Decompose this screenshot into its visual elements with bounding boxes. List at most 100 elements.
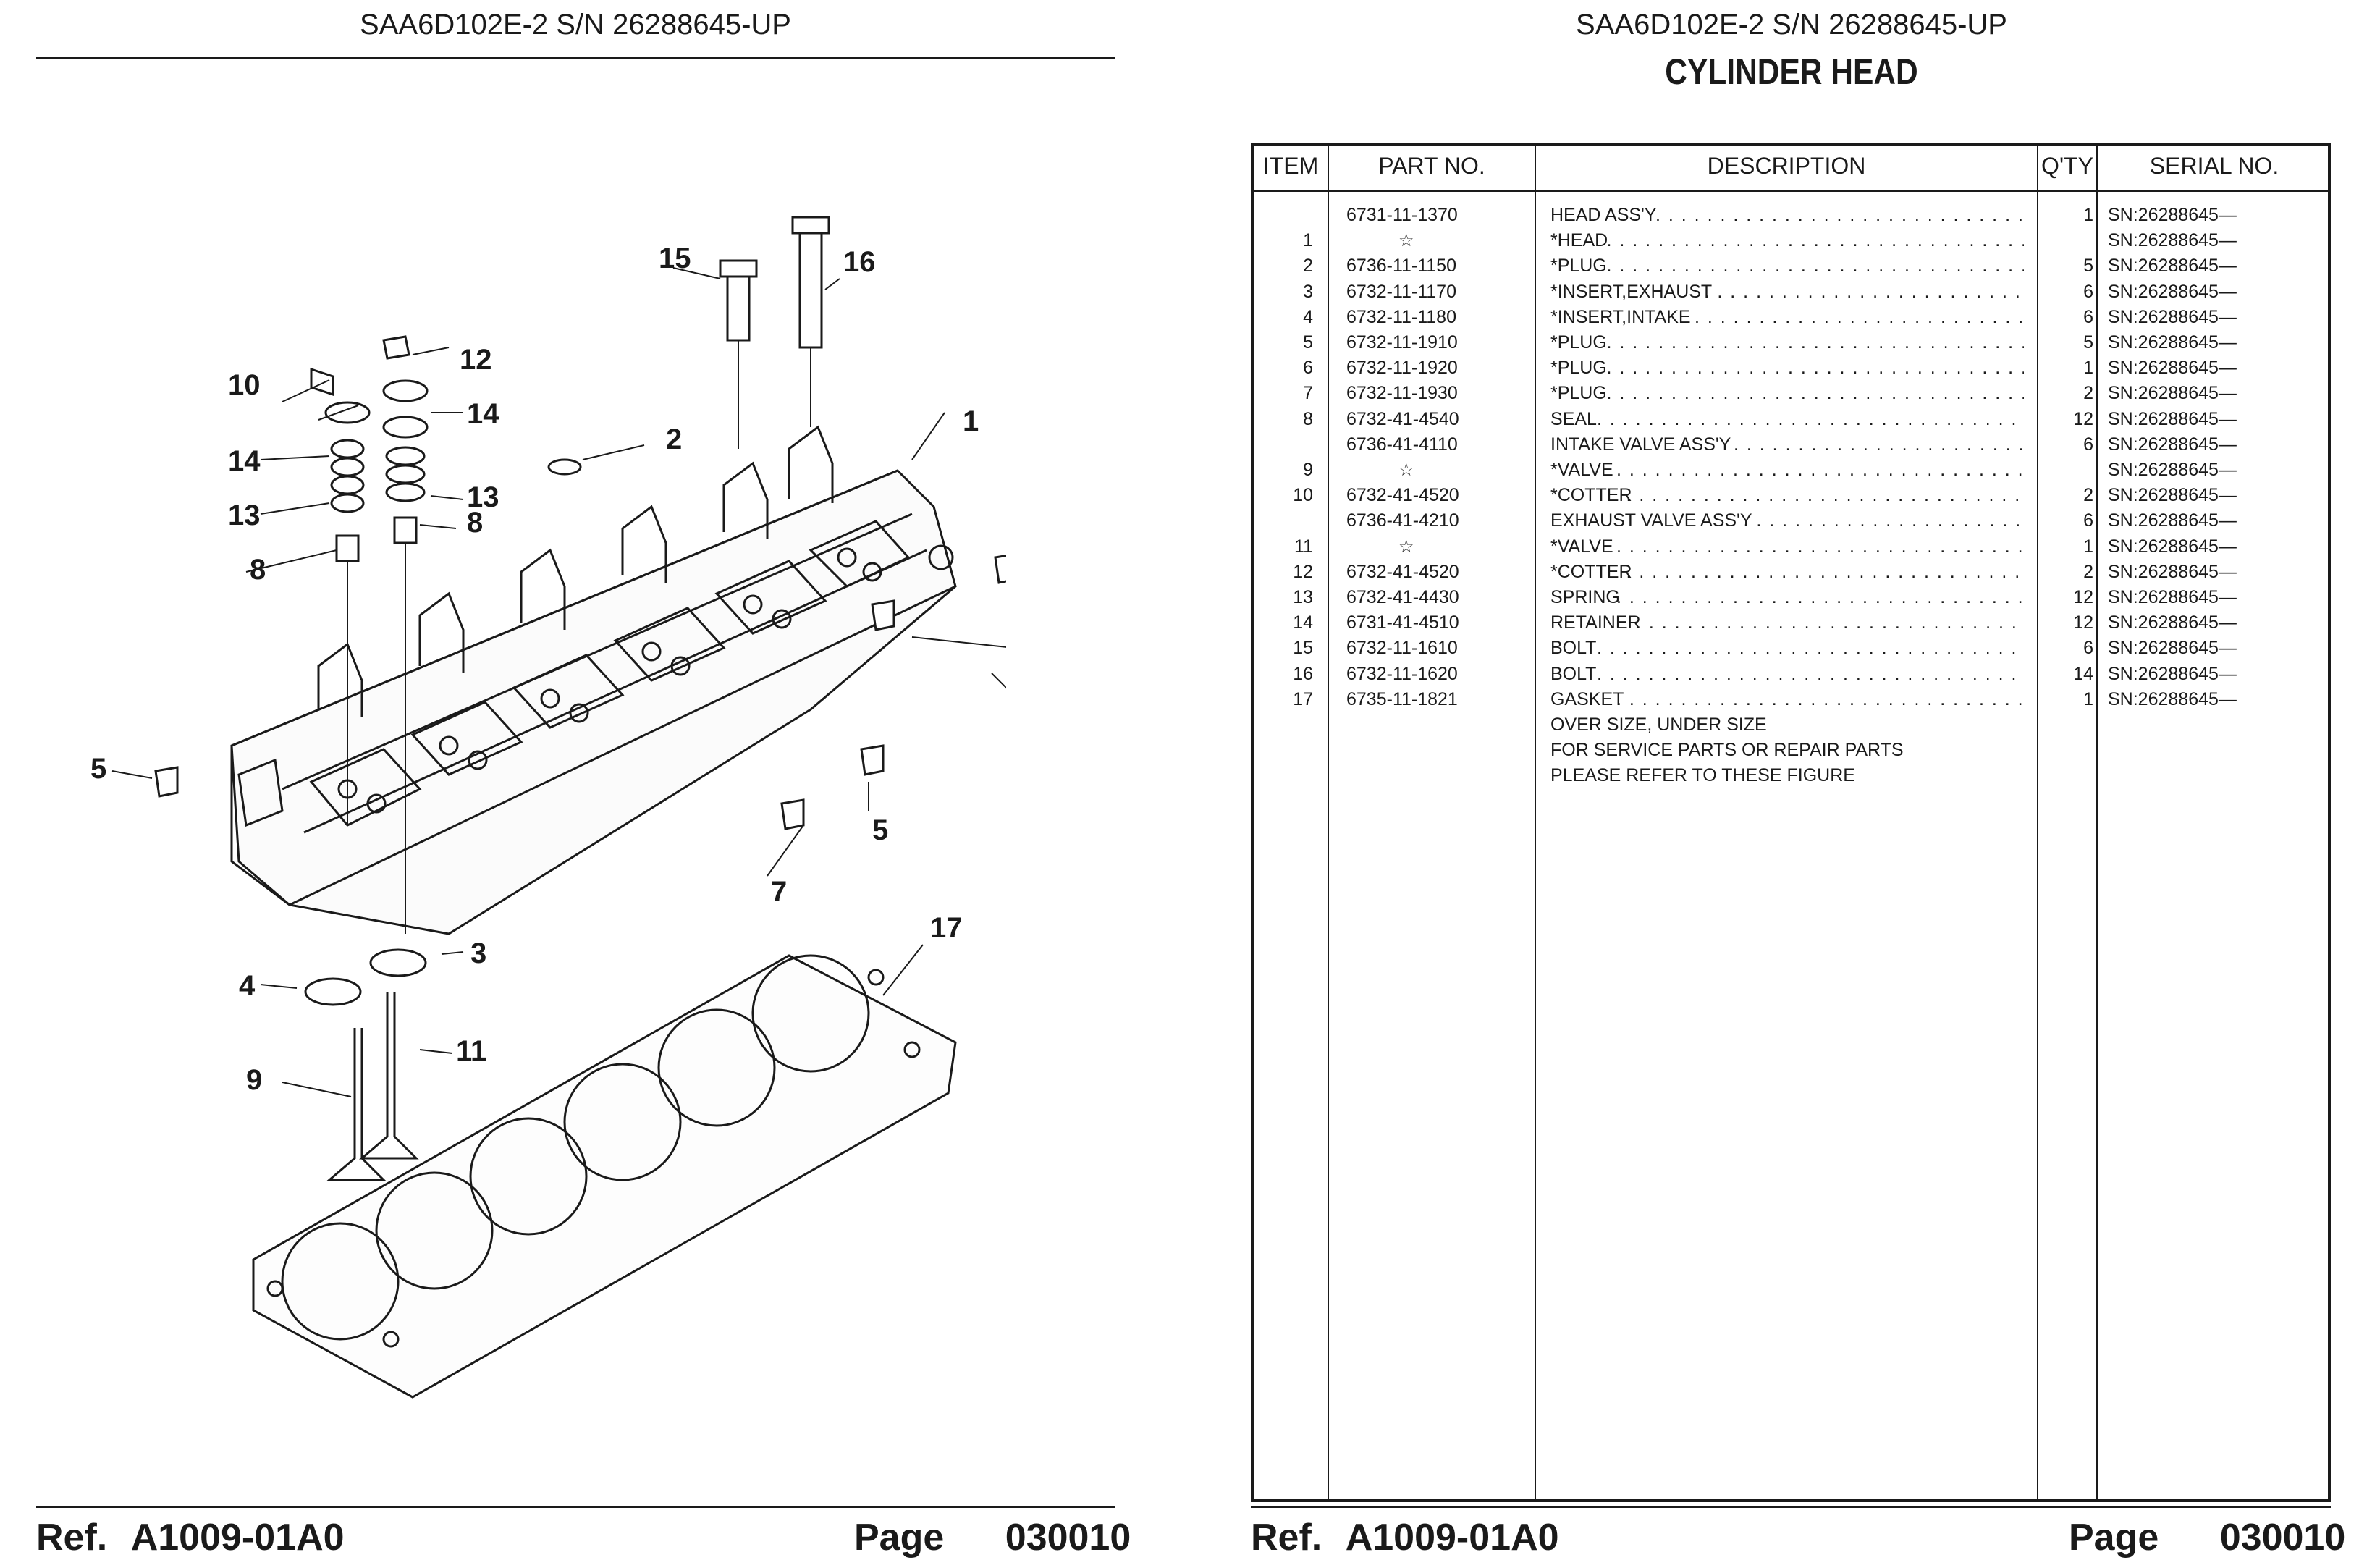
- plug-illustrations: [154, 458, 1006, 830]
- callout-label: 17: [930, 912, 963, 944]
- dot-leader: . . . . . . . . . . . . . . . . . . . . …: [1597, 663, 2024, 684]
- footer-page: Page 030010: [2069, 1516, 2345, 1559]
- exploded-parts-diagram: 1 2 3 4 5 5 6 7 8 8 9 10 11 12 13 13 14 …: [90, 216, 1006, 1399]
- callout-label: 4: [239, 970, 256, 1002]
- part-number: 6732-41-4540: [1346, 408, 1459, 429]
- description: *INSERT,EXHAUST: [1550, 281, 1713, 302]
- quantity: 2: [2083, 383, 2093, 404]
- item-number: 11: [1294, 536, 1313, 557]
- dot-leader: . . . . . . . . . . . . . . . . . . . . …: [1626, 485, 2025, 506]
- ref-value: A1009-01A0: [130, 1517, 345, 1559]
- dot-leader: . . . . . . . . . . . . . . . . . . . . …: [1704, 281, 2025, 302]
- part-number: 6735-11-1821: [1346, 688, 1458, 709]
- column-divider: [1535, 146, 1536, 1499]
- callout-label: 16: [843, 246, 876, 278]
- page-title: CYLINDER HEAD: [1665, 51, 1918, 92]
- dot-leader: . . . . . . . . . . . . . . . . . . . . …: [1606, 358, 2025, 379]
- item-number: 17: [1293, 688, 1313, 709]
- serial-number: SN:26288645—: [2108, 460, 2237, 480]
- dot-leader: . . . . . . . . . . . . . . . . . . . . …: [1616, 536, 2024, 557]
- callout-label: 15: [659, 243, 691, 274]
- part-number: ☆: [1398, 460, 1414, 480]
- callout-label: 7: [771, 876, 787, 908]
- dot-leader: . . . . . . . . . . . . . . . . . . . . …: [1655, 205, 2024, 225]
- column-header-part-no: PART NO.: [1378, 153, 1485, 179]
- page-label: Page: [2069, 1517, 2159, 1559]
- footer-page: Page 030010: [854, 1516, 1131, 1559]
- quantity: 6: [2083, 510, 2093, 531]
- part-number: 6732-11-1170: [1346, 281, 1456, 302]
- serial-number: SN:26288645—: [2108, 688, 2237, 709]
- part-number: 6736-41-4110: [1346, 434, 1458, 455]
- part-number: 6736-41-4210: [1346, 510, 1459, 531]
- column-header-qty: Q'TY: [2041, 153, 2093, 179]
- part-number: ☆: [1398, 231, 1414, 251]
- description: BOLT: [1550, 638, 1597, 659]
- table-row: FOR SERVICE PARTS OR REPAIR PARTS: [1254, 740, 2328, 765]
- item-number: 12: [1293, 561, 1313, 582]
- quantity: 12: [2073, 587, 2093, 607]
- quantity: 6: [2083, 434, 2093, 455]
- quantity: 6: [2083, 306, 2093, 327]
- serial-number: SN:26288645—: [2108, 536, 2237, 557]
- serial-number: SN:26288645—: [2108, 256, 2237, 277]
- callout-label: 12: [460, 344, 492, 376]
- item-number: 16: [1293, 663, 1313, 684]
- serial-number: SN:26288645—: [2108, 434, 2237, 455]
- footer-ref: Ref. A1009-01A0: [36, 1516, 345, 1559]
- description: *PLUG: [1550, 383, 1607, 404]
- header-row-divider: [1254, 190, 2328, 192]
- part-number: 6731-11-1370: [1346, 205, 1458, 225]
- left-page-header: SAA6D102E-2 S/N 26288645-UP: [360, 9, 791, 41]
- serial-number: SN:26288645—: [2108, 485, 2237, 506]
- description: SEAL: [1550, 408, 1597, 429]
- callout-label: 11: [456, 1035, 486, 1067]
- description: *PLUG: [1550, 358, 1607, 379]
- quantity: 2: [2083, 561, 2093, 582]
- callout-label: 2: [666, 423, 682, 455]
- item-number: 5: [1303, 332, 1313, 353]
- part-number: 6732-11-1910: [1346, 332, 1458, 353]
- item-number: 8: [1303, 408, 1313, 429]
- callout-label: 14: [467, 398, 499, 430]
- dot-leader: . . . . . . . . . . . . . . . . . . . . …: [1616, 460, 2024, 480]
- part-number: 6732-11-1620: [1346, 663, 1458, 684]
- quantity: 12: [2073, 408, 2093, 429]
- header-divider: [36, 57, 1115, 59]
- dot-leader: . . . . . . . . . . . . . . . . . . . . …: [1626, 561, 2025, 582]
- item-number: 4: [1303, 306, 1313, 327]
- description: *PLUG: [1550, 256, 1607, 277]
- dot-leader: . . . . . . . . . . . . . . . . . . . . …: [1606, 230, 2025, 251]
- dot-leader: . . . . . . . . . . . . . . . . . . . . …: [1606, 332, 2025, 353]
- column-divider: [1328, 146, 1329, 1499]
- callout-leader-lines: [111, 267, 1006, 1097]
- footer-divider: [1251, 1506, 2331, 1508]
- column-header-description: DESCRIPTION: [1707, 153, 1866, 179]
- quantity: 12: [2073, 612, 2093, 633]
- dot-leader: . . . . . . . . . . . . . . . . . . . . …: [1606, 383, 2025, 404]
- dot-leader: . . . . . . . . . . . . . . . . . . . . …: [1743, 510, 2025, 531]
- serial-number: SN:26288645—: [2108, 561, 2237, 582]
- serial-number: SN:26288645—: [2108, 510, 2237, 531]
- description: FOR SERVICE PARTS OR REPAIR PARTS: [1550, 740, 1904, 761]
- column-header-item: ITEM: [1262, 153, 1319, 179]
- description: SPRING: [1550, 587, 1620, 607]
- description: OVER SIZE, UNDER SIZE: [1550, 714, 1767, 735]
- part-number: 6731-41-4510: [1346, 612, 1459, 633]
- dot-leader: . . . . . . . . . . . . . . . . . . . . …: [1636, 612, 2024, 633]
- dot-leader: . . . . . . . . . . . . . . . . . . . . …: [1597, 408, 2024, 429]
- item-number: 2: [1303, 256, 1313, 277]
- description: BOLT: [1550, 663, 1597, 684]
- description: *COTTER: [1550, 561, 1632, 582]
- callout-label: 3: [470, 937, 486, 969]
- part-number: 6732-11-1610: [1346, 638, 1458, 659]
- quantity: 14: [2073, 663, 2093, 684]
- serial-number: SN:26288645—: [2108, 612, 2237, 633]
- dot-leader: . . . . . . . . . . . . . . . . . . . . …: [1616, 587, 2024, 607]
